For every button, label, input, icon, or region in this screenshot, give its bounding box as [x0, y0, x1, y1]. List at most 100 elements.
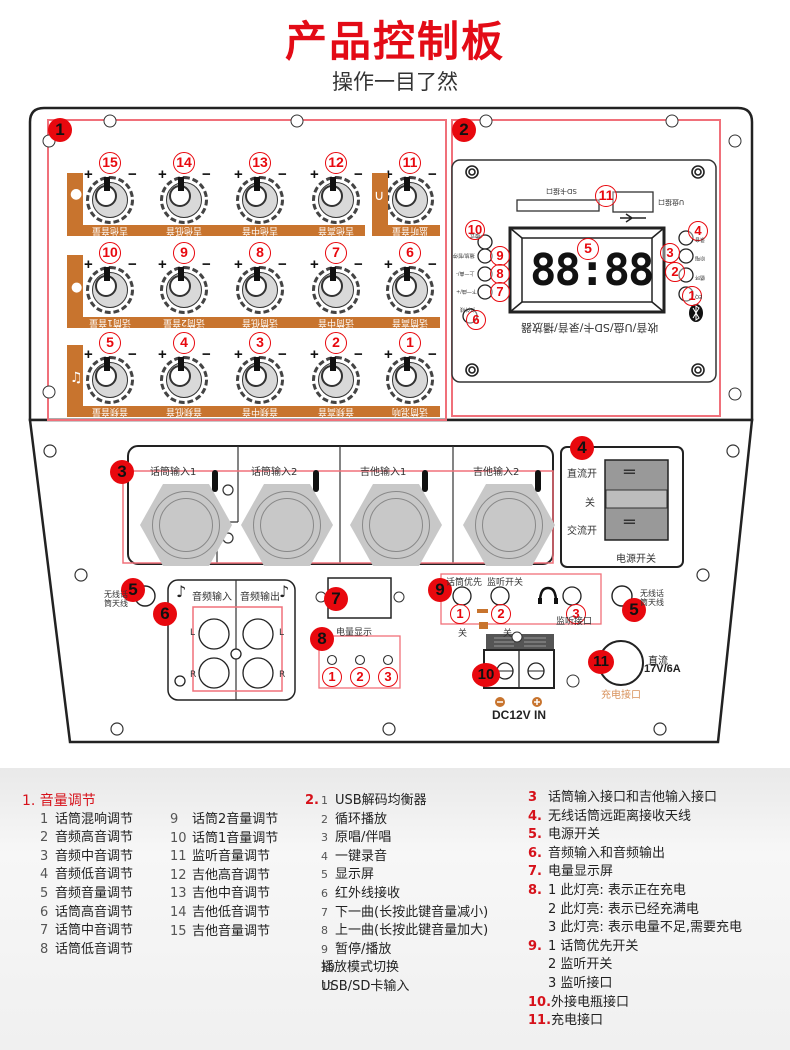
legend-item: 10.外接电瓶接口	[528, 994, 742, 1013]
antenna-right-label: 无线话筒天线	[640, 589, 664, 607]
input-jack[interactable]	[241, 484, 333, 566]
player-button-number[interactable]: 1	[682, 286, 702, 306]
volume-knob[interactable]	[236, 266, 284, 314]
power-switch-dc[interactable]: ═	[624, 462, 635, 483]
player-button-number[interactable]: 6	[466, 310, 486, 330]
legend-item-text: 话筒低音调节	[55, 941, 134, 957]
volume-knob[interactable]	[312, 356, 360, 404]
knob-minus: −	[428, 166, 437, 183]
audio-out-l-label: L	[279, 628, 285, 638]
section-badge-5-left: 5	[121, 578, 145, 602]
knob-plus: +	[310, 166, 319, 183]
knob-label: 音频中音	[242, 406, 279, 416]
mic-bar-vertical	[67, 255, 83, 327]
switch-off-label-1: 关	[458, 629, 468, 639]
player-button-number[interactable]: 3	[660, 243, 680, 263]
audio-output-label: 音频输出	[240, 592, 280, 603]
legend-item-text: 1 话筒优先开关	[548, 938, 639, 954]
input-jack[interactable]	[350, 484, 442, 566]
legend-item-text: 音频低音调节	[55, 867, 134, 883]
volume-knob[interactable]	[236, 176, 284, 224]
knob-minus: −	[428, 256, 437, 273]
knob-number: 11	[399, 152, 421, 174]
knob-pointer	[330, 357, 336, 371]
knob-plus: +	[234, 256, 243, 273]
knob-label: 音频音量	[92, 406, 129, 416]
input-jack-label: 吉他输入1	[360, 467, 407, 478]
knob-label: 话筒1音量	[89, 317, 131, 327]
volume-knob[interactable]	[236, 356, 284, 404]
player-button-label: 模式	[470, 232, 481, 238]
monitor-jack-label: 监听接口	[556, 617, 593, 627]
volume-knob[interactable]	[312, 266, 360, 314]
player-button-number[interactable]: 4	[688, 221, 708, 241]
player-button-label: 原唱	[695, 255, 706, 261]
knob-label: 音频低音	[166, 406, 203, 416]
player-button-number[interactable]: 7	[490, 282, 510, 302]
volume-knob[interactable]	[312, 176, 360, 224]
knob-label: 话筒混响	[392, 406, 429, 416]
volume-knob[interactable]	[86, 356, 134, 404]
power-switch-title: 电源开关	[616, 554, 656, 565]
audio-bar-vertical	[67, 345, 83, 417]
music-note-out-icon: ♪	[279, 582, 290, 601]
knob-minus: −	[128, 346, 137, 363]
player-button-label: 循环	[695, 274, 706, 280]
legend-item-text: 话筒高音调节	[55, 904, 134, 920]
volume-knob[interactable]	[160, 266, 208, 314]
mic-bar	[67, 317, 440, 328]
volume-knob[interactable]	[160, 176, 208, 224]
player-button-number[interactable]: 9	[490, 246, 510, 266]
knob-plus: +	[158, 256, 167, 273]
volume-knob[interactable]	[386, 176, 434, 224]
knob-label: 话筒2音量	[163, 317, 205, 327]
volume-knob[interactable]	[386, 356, 434, 404]
knob-number: 14	[173, 152, 195, 174]
guitar-icon	[535, 470, 541, 492]
section-badge-10: 10	[472, 663, 500, 687]
knob-number: 3	[249, 332, 271, 354]
player-button-number[interactable]: 2	[665, 262, 685, 282]
legend-item-number: 1	[40, 811, 49, 827]
knob-pointer	[178, 177, 184, 191]
monitor-switch[interactable]: 2	[491, 604, 511, 624]
power-switch-ac[interactable]: ═	[624, 512, 635, 533]
volume-knob[interactable]	[160, 356, 208, 404]
legend-item-text: 监听音量调节	[192, 849, 271, 865]
knob-plus: +	[384, 346, 393, 363]
volume-knob[interactable]	[86, 266, 134, 314]
volume-knob[interactable]	[86, 176, 134, 224]
knob-number: 5	[99, 332, 121, 354]
legend-item-number: 10.	[528, 994, 552, 1010]
legend-item-text: 播放模式切换	[321, 960, 400, 976]
monitor-jack[interactable]: 3	[566, 604, 586, 624]
mic-priority-switch[interactable]: 1	[450, 604, 470, 624]
volume-knob[interactable]	[386, 266, 434, 314]
legend-item-text: 无线话筒远距离接收天线	[548, 808, 692, 824]
dc-in-label: DC12V IN	[492, 708, 547, 722]
player-button-number[interactable]: 10	[465, 220, 485, 240]
knob-label: 话筒中音	[318, 317, 355, 327]
legend-item-text: USB/SD卡输入	[321, 978, 410, 994]
player-button-number[interactable]: 8	[490, 264, 510, 284]
legend-subitem: 3 此灯亮: 表示电量不足,需要充电	[548, 919, 742, 938]
usb-sd-number: 11	[595, 185, 617, 207]
knob-pointer	[104, 177, 110, 191]
music-note-in-icon: ♪	[176, 582, 187, 601]
knob-pointer	[254, 357, 260, 371]
legend-subitem-text: 3 此灯亮: 表示电量不足,需要充电	[548, 920, 743, 936]
input-jack-label: 吉他输入2	[473, 467, 520, 478]
knob-minus: −	[278, 166, 287, 183]
legend-item-number: 5	[40, 885, 49, 901]
legend-item-number: 4	[321, 849, 328, 863]
charge-port-label: 充电接口	[601, 690, 641, 701]
legend-item-text: 显示屏	[335, 867, 375, 883]
